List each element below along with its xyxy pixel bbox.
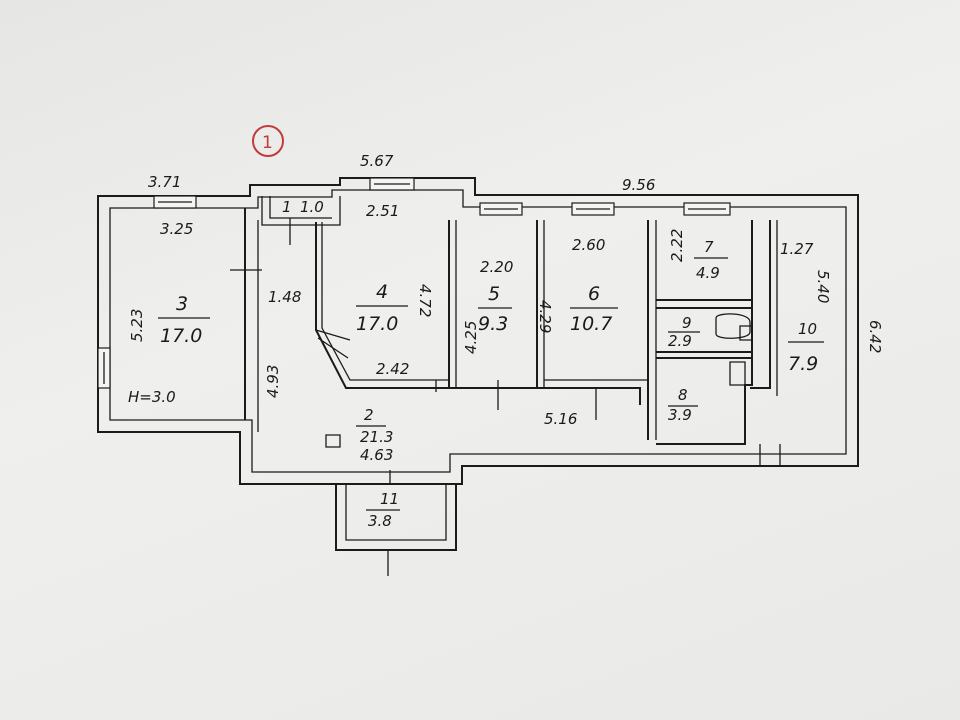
r3-width: 3.25 xyxy=(160,220,193,238)
room-4-area: 17.0 xyxy=(356,313,398,335)
room-9-number: 9 xyxy=(682,314,692,332)
room-5-area: 9.3 xyxy=(478,313,508,335)
room-10-area: 7.9 xyxy=(788,353,818,375)
overall-dimensions: 3.71 5.67 9.56 6.42 xyxy=(148,152,884,353)
room-1-area: 1.0 xyxy=(300,198,324,216)
room-9-area: 2.9 xyxy=(668,332,692,350)
exterior-walls xyxy=(97,177,859,485)
r2-dim-d: 5.16 xyxy=(544,410,577,428)
r5-height: 4.25 xyxy=(462,321,480,354)
r10-height: 5.40 xyxy=(814,270,832,303)
room-2-area: 21.3 xyxy=(360,428,393,446)
room-3-area: 17.0 xyxy=(160,325,202,347)
room-11: 11 3.8 xyxy=(366,490,400,530)
room-5: 5 9.3 xyxy=(478,283,512,335)
room-6-area: 10.7 xyxy=(570,313,612,335)
r6-height: 4.29 xyxy=(536,300,554,333)
room-2: 2 21.3 xyxy=(356,406,393,446)
room-3-number: 3 xyxy=(176,293,188,315)
r2-dim-c: 4.63 xyxy=(360,446,393,464)
room-4: 4 17.0 xyxy=(356,281,408,335)
r4-width: 2.51 xyxy=(366,202,399,220)
dim-mid-top: 5.67 xyxy=(360,152,394,170)
dim-right-side: 6.42 xyxy=(866,320,884,353)
r2-dim-b: 4.93 xyxy=(264,365,282,398)
red-circled-marker: 1 xyxy=(252,125,284,157)
marker-circle xyxy=(252,125,284,157)
room-dimensions: 3.25 5.23 H=3.0 2.51 4.72 2.42 1.48 4.93… xyxy=(128,202,832,464)
dim-left-top: 3.71 xyxy=(148,173,181,191)
r10-width: 1.27 xyxy=(780,240,814,258)
room-1: 1 1.0 xyxy=(282,198,324,216)
room-8-number: 8 xyxy=(678,386,688,404)
room-3: 3 17.0 xyxy=(158,293,210,347)
room-6: 6 10.7 xyxy=(570,283,618,335)
room-11-number: 11 xyxy=(380,490,399,508)
r3-height: 5.23 xyxy=(128,309,146,342)
r3-ceiling-note: H=3.0 xyxy=(128,388,176,406)
room-9: 9 2.9 xyxy=(668,314,700,350)
room-7-area: 4.9 xyxy=(696,264,720,282)
r2-dim-a: 1.48 xyxy=(268,288,301,306)
tick-marks xyxy=(230,218,781,576)
r5-width: 2.20 xyxy=(480,258,513,276)
r4-height: 4.72 xyxy=(416,284,434,317)
room-1-number: 1 xyxy=(282,198,292,216)
r4-bottom: 2.42 xyxy=(376,360,409,378)
r6-width: 2.60 xyxy=(572,236,605,254)
dim-right-top: 9.56 xyxy=(622,176,655,194)
room-7-number: 7 xyxy=(704,238,714,256)
room-8: 8 3.9 xyxy=(668,386,698,424)
room-5-number: 5 xyxy=(488,283,500,305)
room-10: 10 7.9 xyxy=(788,320,824,375)
room-labels: 1 1.0 2 21.3 3 17.0 4 17.0 5 9.3 6 10.7 xyxy=(158,198,824,530)
r7-width: 2.22 xyxy=(668,229,686,262)
marker-label: 1 xyxy=(262,133,273,153)
windows xyxy=(97,177,731,389)
room-10-number: 10 xyxy=(798,320,817,338)
room-4-number: 4 xyxy=(376,281,388,303)
room-2-number: 2 xyxy=(364,406,374,424)
room-11-area: 3.8 xyxy=(368,512,392,530)
interior-walls xyxy=(244,196,778,445)
room-8-area: 3.9 xyxy=(668,406,692,424)
room-6-number: 6 xyxy=(588,283,600,305)
balcony-outline xyxy=(335,484,457,551)
room-7: 7 4.9 xyxy=(694,238,728,282)
